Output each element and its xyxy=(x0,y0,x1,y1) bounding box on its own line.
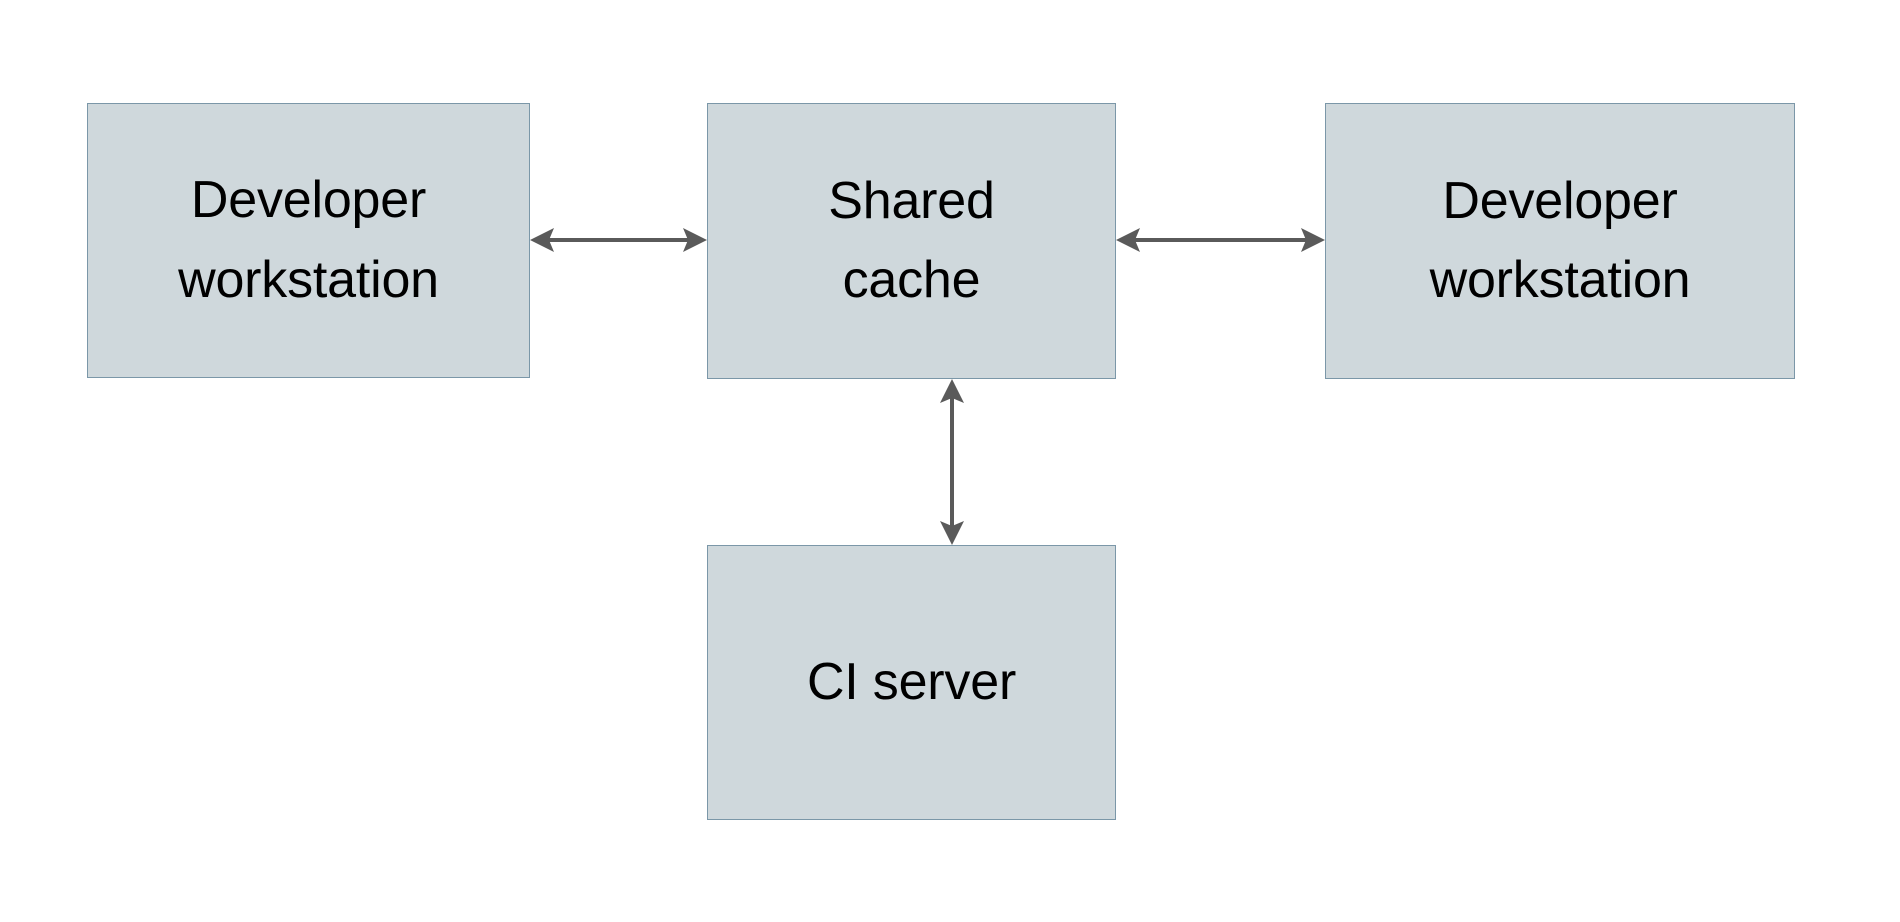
node-developer-workstation-left[interactable]: Developer workstation xyxy=(87,103,530,378)
double-headed-arrow-icon xyxy=(1116,228,1325,252)
node-label: Developer workstation xyxy=(1429,171,1691,309)
node-ci-server[interactable]: CI server xyxy=(707,545,1116,820)
edge-developer-left-to-shared-cache[interactable] xyxy=(530,215,707,265)
node-developer-workstation-right[interactable]: Developer workstation xyxy=(1325,103,1795,379)
node-label: Shared cache xyxy=(828,171,995,309)
edge-shared-cache-to-ci-server[interactable] xyxy=(927,379,977,545)
edge-shared-cache-to-developer-right[interactable] xyxy=(1116,215,1325,265)
double-headed-arrow-icon xyxy=(940,379,964,545)
node-label: Developer workstation xyxy=(178,171,439,309)
node-label: CI server xyxy=(806,652,1017,711)
double-headed-arrow-icon xyxy=(530,228,707,252)
node-shared-cache[interactable]: Shared cache xyxy=(707,103,1116,379)
